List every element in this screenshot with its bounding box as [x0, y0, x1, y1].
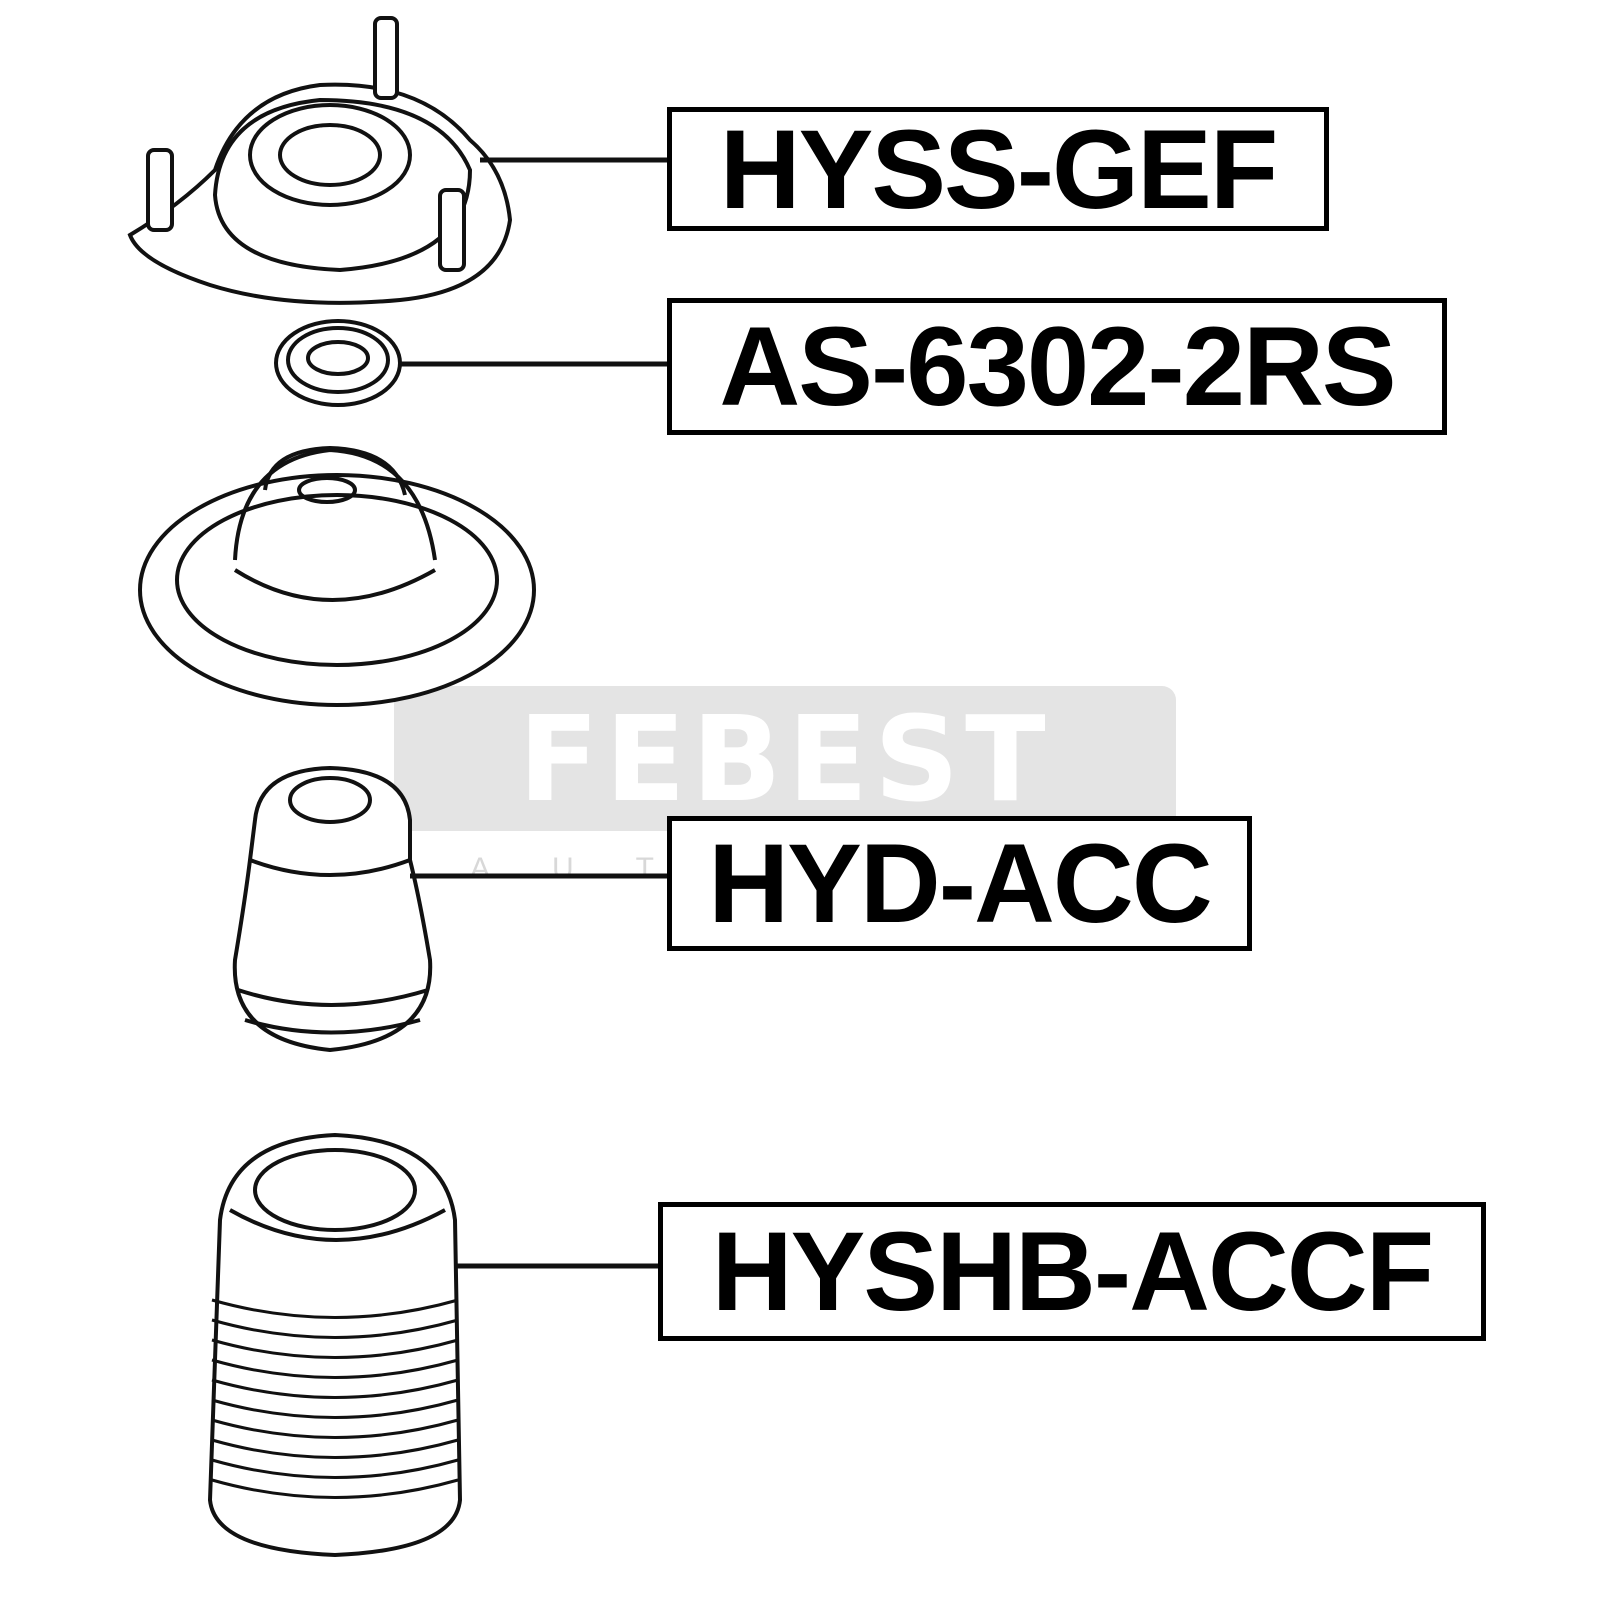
dust-boot-drawing: [207, 1132, 463, 1558]
strut-mount-drawing: [127, 16, 513, 305]
part-label-hyss-gef: HYSS-GEF: [667, 107, 1329, 232]
watermark-logo: FEBEST: [394, 686, 1176, 831]
part-label-hyd-acc: HYD-ACC: [667, 816, 1252, 951]
part-label-hyshb-accf: HYSHB-ACCF: [658, 1202, 1486, 1341]
part-label-as-6302-2rs: AS-6302-2RS: [667, 298, 1447, 435]
watermark-brand: FEBEST: [518, 689, 1052, 828]
bearing-drawing: [274, 319, 402, 407]
spring-seat-drawing: [138, 445, 536, 707]
bump-stop-drawing: [232, 765, 433, 1053]
